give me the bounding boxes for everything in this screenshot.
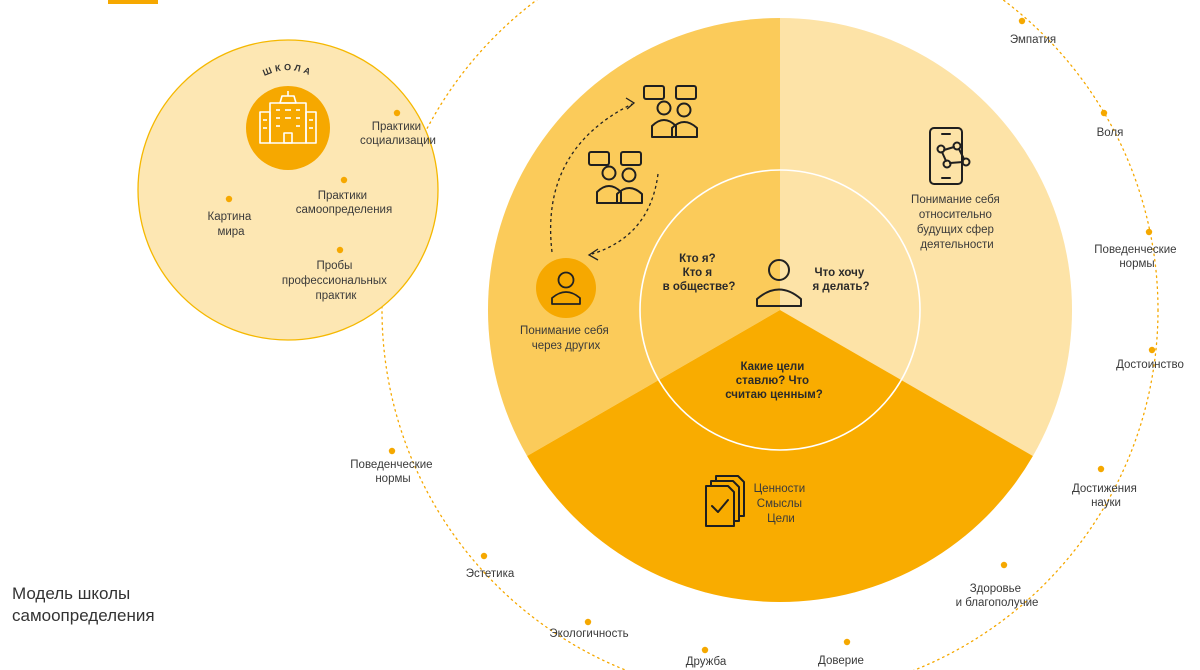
sector-right xyxy=(780,18,1073,456)
person-icon xyxy=(536,258,596,318)
ring-item-behavior-norms-left: Поведенческие нормы xyxy=(350,459,435,485)
school-item-dot xyxy=(340,176,348,184)
people-dialogue-icon xyxy=(588,85,698,204)
school-item-socialization: Практики социализации xyxy=(360,121,436,147)
sector-left xyxy=(487,17,780,456)
ring-item-dot xyxy=(1100,109,1108,117)
ring-item-dot xyxy=(388,447,396,455)
sector-left-label: Понимание себя через других xyxy=(520,325,612,352)
center-question-want: Что хочу я делать? xyxy=(812,267,869,293)
center-question-who: Кто я? Кто я в обществе? xyxy=(663,253,736,293)
ring-item-friendship: Дружба xyxy=(686,656,727,668)
ring-item-trust: Доверие xyxy=(818,655,864,667)
dialogue-arrows xyxy=(550,97,659,261)
ring-item-science: Достижения науки xyxy=(1072,483,1140,509)
center-person-icon xyxy=(756,259,802,307)
ring-item-ecology: Экологичность xyxy=(549,628,628,640)
school-item-professional-trials: Пробы профессиональных практик xyxy=(282,260,390,302)
ring-item-dot xyxy=(701,646,709,654)
ring-items: Эмпатия Воля Поведенческие нормы Достоин… xyxy=(350,17,1184,668)
school-item-dot xyxy=(225,195,233,203)
ring-item-dot xyxy=(843,638,851,646)
main-circle xyxy=(487,17,1073,603)
ring-item-will: Воля xyxy=(1097,127,1124,139)
ring-item-aesthetics: Эстетика xyxy=(466,568,515,580)
school-building-icon xyxy=(246,86,330,170)
school-circle: ШКОЛА Практики социализации xyxy=(137,39,439,341)
school-item-dot xyxy=(393,109,401,117)
ring-item-behavior-norms-right: Поведенческие нормы xyxy=(1094,244,1179,270)
school-item-worldview: Картина мира xyxy=(208,211,255,238)
ring-item-empathy: Эмпатия xyxy=(1010,34,1056,46)
ring-item-dot xyxy=(480,552,488,560)
school-item-self-determination: Практики самоопределения xyxy=(296,190,392,216)
ring-item-dot xyxy=(1000,561,1008,569)
heading-fragment xyxy=(108,0,158,4)
ring-item-health: Здоровье и благополучие xyxy=(956,583,1039,609)
ring-item-dignity: Достоинство xyxy=(1116,359,1184,371)
sector-bottom xyxy=(527,310,1033,603)
center-question-goals: Какие цели ставлю? Что считаю ценным? xyxy=(725,361,823,401)
outer-dotted-ring xyxy=(381,0,1159,670)
ring-item-dot xyxy=(1148,346,1156,354)
page-title: Модель школы самоопределения xyxy=(12,584,155,625)
documents-check-icon xyxy=(705,475,745,527)
sector-right-label: Понимание себя относительно будущих сфер… xyxy=(911,194,1003,251)
ring-item-dot xyxy=(1097,465,1105,473)
inner-circle xyxy=(639,169,921,451)
ring-item-dot xyxy=(1145,228,1153,236)
ring-item-dot xyxy=(584,618,592,626)
school-item-dot xyxy=(336,246,344,254)
phone-network-icon xyxy=(929,127,971,185)
sector-bottom-label: Ценности Смыслы Цели xyxy=(754,483,809,525)
ring-item-dot xyxy=(1018,17,1026,25)
